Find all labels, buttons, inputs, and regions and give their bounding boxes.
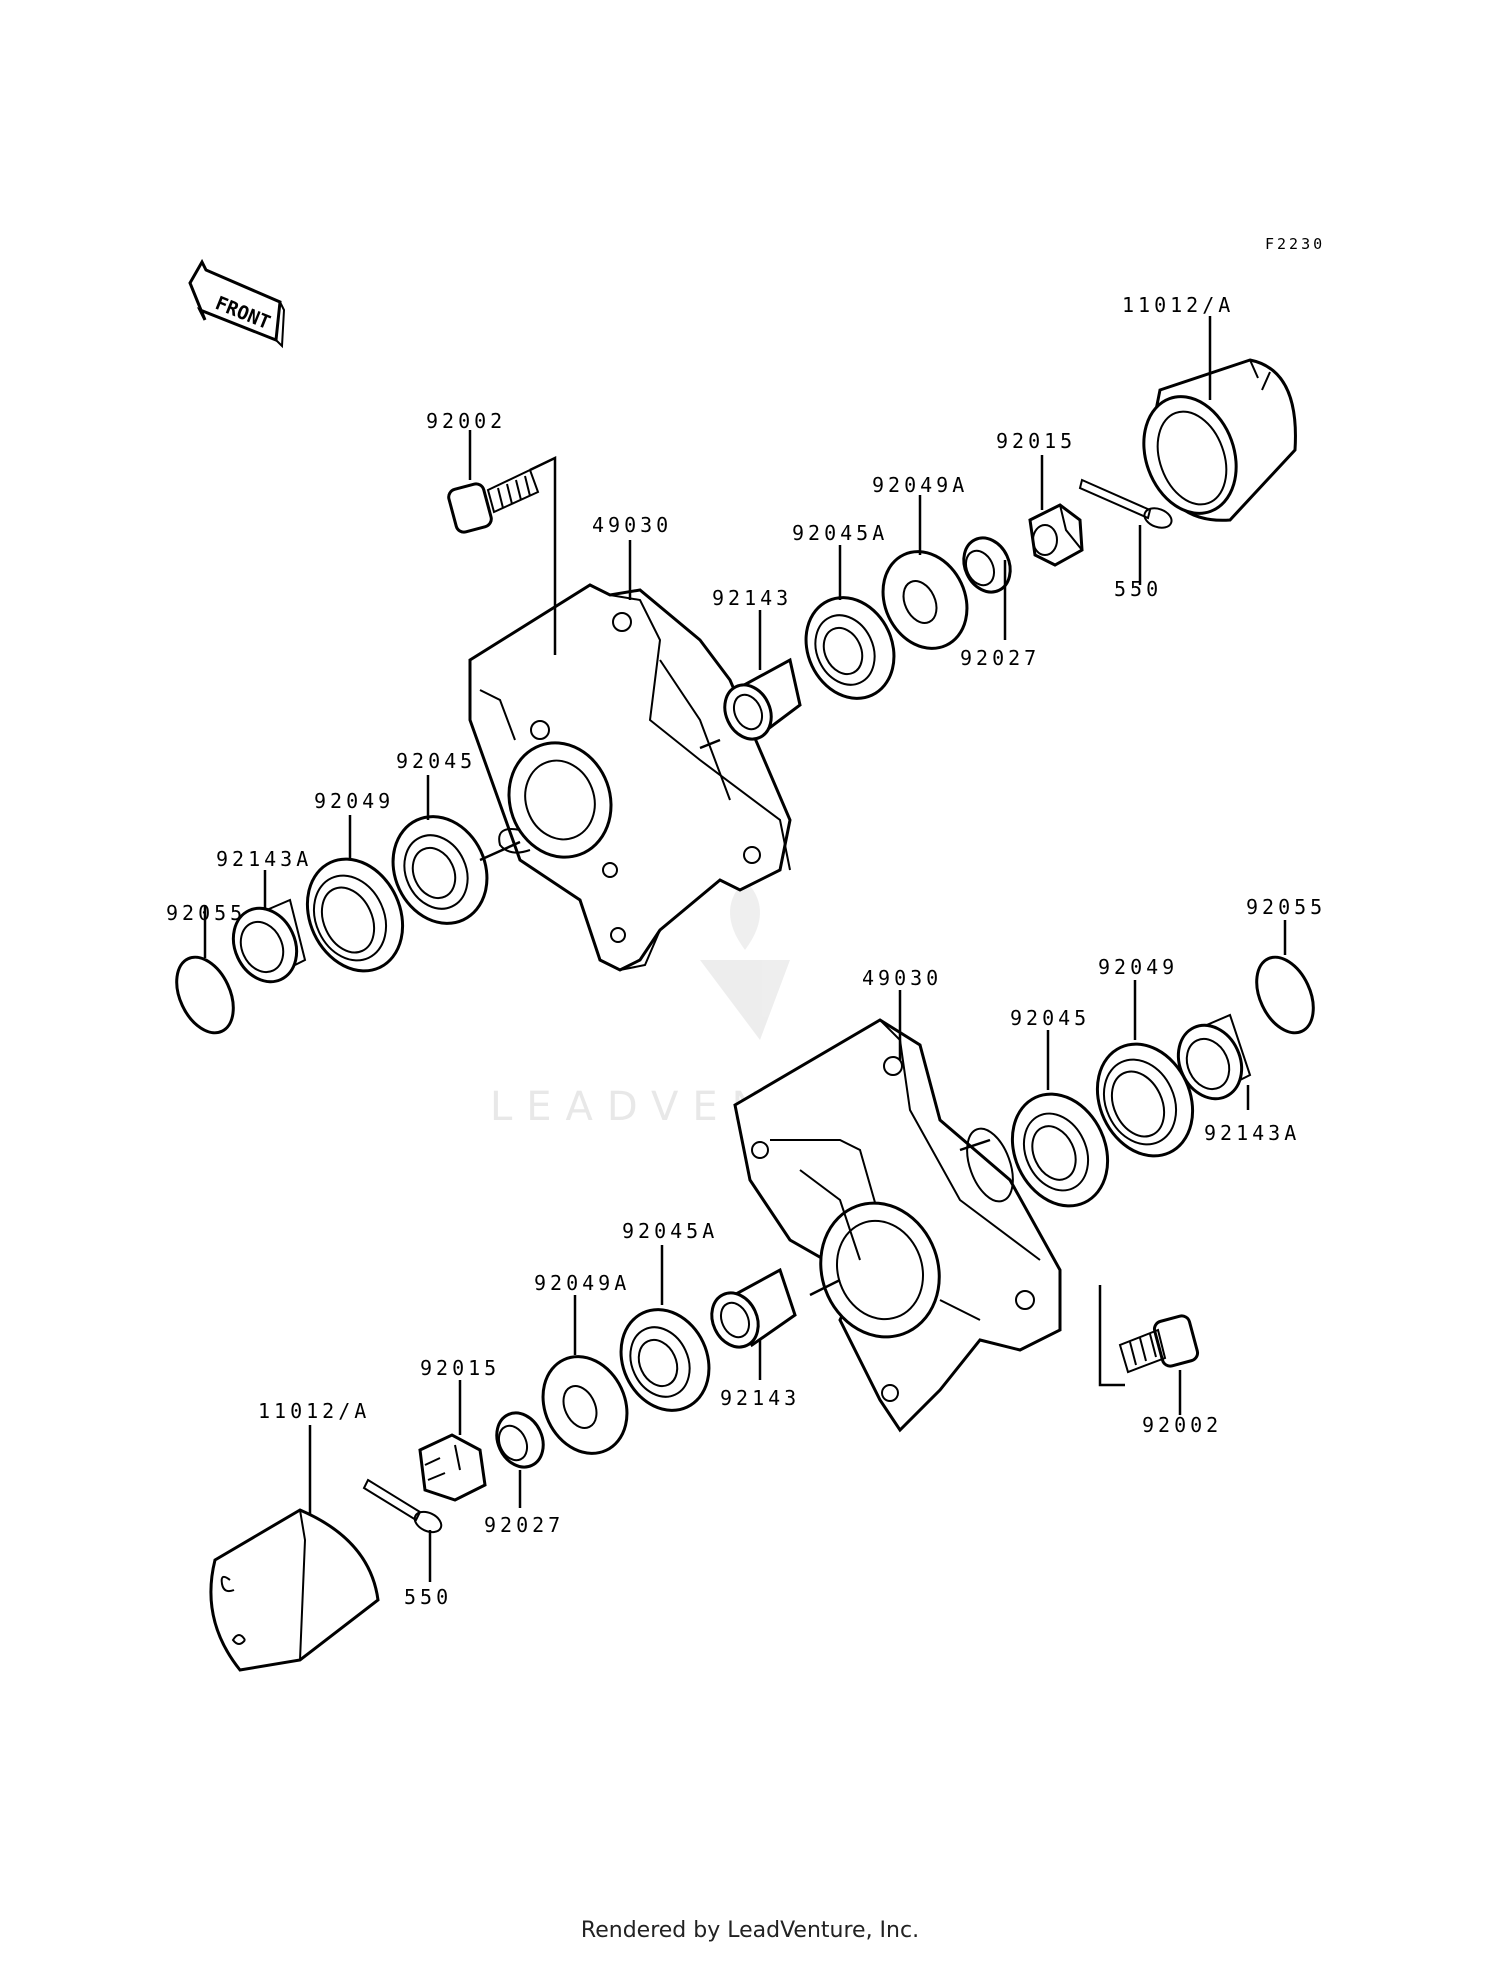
upper-seal-92049a	[881, 550, 969, 650]
upper-bearing-92045a	[804, 596, 896, 700]
lower-oring-92055	[1255, 955, 1315, 1035]
lower-seal-92049a	[541, 1355, 629, 1455]
upper-label-bearing-a: 92045A	[792, 521, 888, 545]
lower-label-hub: 49030	[862, 966, 942, 990]
upper-bearing-92045	[391, 815, 489, 925]
footer-credit: Rendered by LeadVenture, Inc.	[580, 1918, 920, 1943]
upper-assembly: 92002 49030 92143 92045A 92049A 92015 92…	[166, 293, 1297, 1035]
upper-label-seal: 92049	[314, 789, 394, 813]
upper-leader-lines	[203, 316, 1212, 958]
upper-label-hub: 49030	[592, 513, 672, 537]
upper-label-stud: 92002	[426, 409, 506, 433]
lower-label-nut: 92015	[420, 1356, 500, 1380]
lower-bearing-92045	[1010, 1092, 1110, 1208]
upper-label-nut: 92015	[996, 429, 1076, 453]
lower-bearing-92045a	[619, 1308, 711, 1412]
lower-label-cap: 11012/A	[258, 1399, 370, 1423]
lower-label-oring: 92055	[1246, 895, 1326, 919]
front-arrow-icon: FRONT	[188, 258, 286, 349]
upper-label-cap: 11012/A	[1122, 293, 1234, 317]
lower-label-bearing-a: 92045A	[622, 1219, 718, 1243]
lower-leader-lines	[308, 920, 1287, 1582]
upper-label-collar-a: 92143A	[216, 847, 312, 871]
upper-pin-550	[1078, 478, 1173, 529]
lower-label-seal-a: 92049A	[534, 1271, 630, 1295]
upper-seal-92049	[305, 857, 405, 973]
lower-cap-11012a	[209, 1508, 380, 1672]
lower-label-bearing: 92045	[1010, 1006, 1090, 1030]
upper-label-bearing: 92045	[396, 749, 476, 773]
lower-label-spacer: 92027	[484, 1513, 564, 1537]
upper-label-seal-a: 92049A	[872, 473, 968, 497]
lower-nut-92015	[418, 1433, 487, 1502]
upper-label-pin: 550	[1114, 577, 1162, 601]
upper-nut-92015	[1028, 503, 1084, 567]
lower-label-seal: 92049	[1098, 955, 1178, 979]
lower-label-collar-a: 92143A	[1204, 1121, 1300, 1145]
lower-pin-550	[362, 1478, 443, 1534]
upper-hub-49030	[468, 583, 792, 972]
lower-label-stud: 92002	[1142, 1413, 1222, 1437]
upper-oring-92055	[175, 955, 235, 1035]
lower-assembly: 49030 92045 92049 92055 92143A 92045A 92…	[209, 895, 1326, 1672]
lower-seal-92049	[1095, 1042, 1195, 1158]
upper-label-oring: 92055	[166, 901, 246, 925]
lower-spacer-92027	[495, 1411, 545, 1469]
upper-stud-92002	[447, 468, 540, 534]
lower-hub-49030	[733, 1018, 1062, 1433]
upper-collar-92143	[723, 657, 802, 741]
upper-collar-92143a	[231, 898, 307, 984]
lower-label-collar: 92143	[720, 1386, 800, 1410]
lower-stud-92002	[1118, 1314, 1200, 1374]
lower-label-pin: 550	[404, 1585, 452, 1609]
diagram-code: F2230	[1265, 235, 1325, 253]
upper-label-collar: 92143	[712, 586, 792, 610]
watermark-flame-icon	[730, 880, 760, 950]
lower-collar-92143a	[1176, 1013, 1252, 1101]
upper-cap-11012a	[1142, 358, 1297, 522]
upper-spacer-92027	[962, 536, 1012, 594]
lower-collar-92143	[710, 1267, 797, 1349]
upper-label-spacer: 92027	[960, 646, 1040, 670]
watermark-logo-icon	[700, 960, 790, 1040]
